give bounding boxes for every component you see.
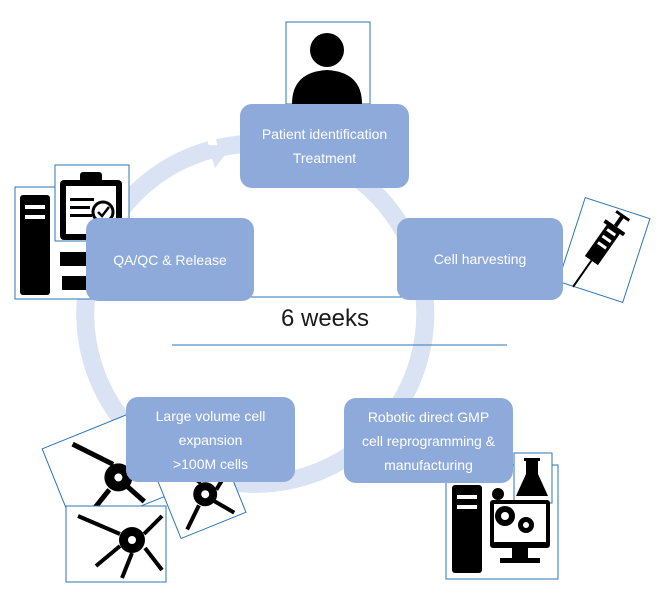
step-robotic-reprogramming: Robotic direct GMP cell reprogramming & … bbox=[344, 398, 513, 483]
step-patient-line-2: Treatment bbox=[292, 150, 357, 166]
cycle-arrowhead bbox=[208, 145, 232, 168]
step-reprogram-line-1: Robotic direct GMP bbox=[367, 408, 490, 425]
step-expansion-line-2: expansion bbox=[178, 431, 243, 448]
step-patient-identification: Patient identification Treatment bbox=[240, 104, 409, 188]
step-qa-qc-release: QA/QC & Release bbox=[86, 218, 254, 301]
step-harvest-line-1: Cell harvesting bbox=[433, 251, 527, 267]
step-expansion-line-3: >100M cells bbox=[172, 455, 249, 472]
step-qaqc-line-1: QA/QC & Release bbox=[113, 251, 227, 268]
step-reprogram-line-3: manufacturing bbox=[384, 456, 473, 473]
step-cell-expansion: Large volume cell expansion >100M cells bbox=[126, 397, 295, 482]
duration-label: 6 weeks bbox=[280, 305, 370, 332]
step-patient-line-1: Patient identification bbox=[261, 126, 388, 142]
step-expansion-line-1: Large volume cell bbox=[155, 407, 266, 424]
step-cell-harvesting: Cell harvesting bbox=[397, 218, 563, 300]
step-reprogram-line-2: cell reprogramming & bbox=[361, 432, 496, 449]
